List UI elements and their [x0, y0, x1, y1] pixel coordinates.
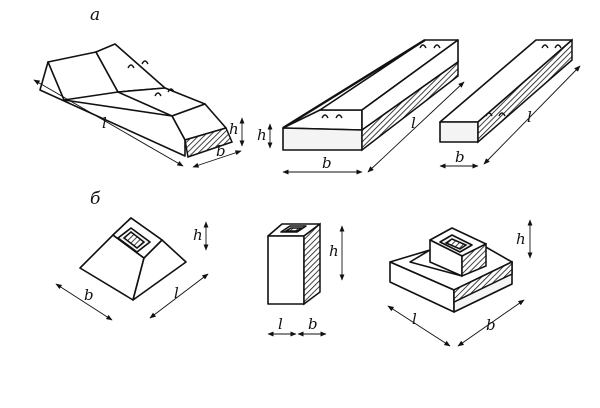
block4-socket: [122, 231, 146, 249]
block2-back-edge: [282, 38, 426, 130]
block6-label-l: l: [412, 310, 417, 328]
block6-pedestal-side: [461, 242, 487, 278]
block-column-socket: l b h: [267, 222, 345, 337]
block5-side-face: [303, 222, 321, 306]
block1-dim-b: [192, 150, 242, 168]
block6-dim-l: [387, 305, 451, 347]
block2-label-l: l: [411, 114, 416, 132]
section-label-b: б: [90, 189, 101, 209]
block6-socket: [444, 238, 468, 250]
block4-dim-b: [55, 283, 113, 321]
block5-label-h: h: [329, 242, 339, 260]
block4-label-l: l: [174, 284, 179, 302]
block-rect-strip: b l: [439, 38, 581, 169]
block3-front-face: [439, 121, 479, 143]
block2-label-h: h: [257, 126, 267, 144]
block6-base-hatch: [453, 260, 513, 304]
block3-dim-l: [483, 65, 581, 165]
block1-label-l: l: [102, 114, 107, 132]
block1-dim-l: [33, 79, 184, 167]
block3-label-l: l: [527, 108, 532, 126]
block6-label-b: b: [486, 316, 496, 334]
block5-front-face: [267, 235, 305, 305]
block2-lifting-loops-1: [321, 114, 343, 119]
block-chamfered-strip: h b l: [257, 38, 465, 175]
block-tapered-cushion: l b h: [33, 43, 245, 168]
block-pyramid-footing: b l h: [55, 217, 209, 321]
block2-label-b: b: [322, 154, 332, 172]
block2-lifting-loops-2: [419, 44, 441, 49]
block5-label-l: l: [278, 315, 283, 333]
block3-label-b: b: [455, 148, 465, 166]
block2-dim-l: [367, 81, 465, 173]
block2-front-face: [282, 127, 363, 151]
block3-lifting-loops-2: [541, 44, 562, 49]
section-label-a: а: [90, 5, 100, 25]
block5-label-b: b: [308, 315, 318, 333]
block1-lifting-loops-1: [127, 60, 149, 69]
block6-label-h: h: [516, 230, 526, 248]
block1-label-b: b: [216, 142, 226, 160]
block6-dim-b: [457, 299, 525, 347]
block1-label-h: h: [229, 120, 239, 138]
block4-dim-l: [149, 273, 209, 319]
block4-label-b: b: [84, 286, 94, 304]
block4-label-h: h: [193, 226, 203, 244]
block1-end-face: [184, 127, 234, 158]
block-stepped-footing: l b h: [387, 219, 533, 347]
block5-socket: [283, 227, 305, 232]
